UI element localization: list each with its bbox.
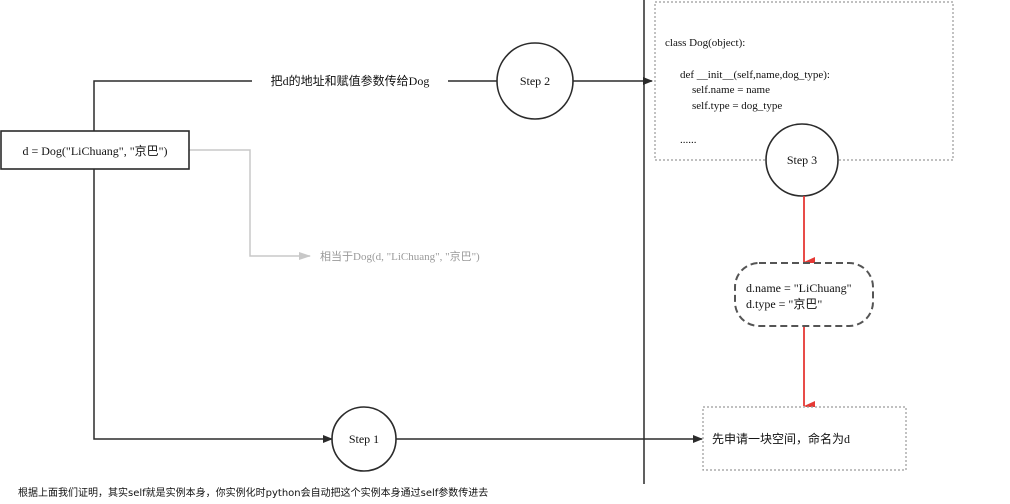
step2-label: Step 2 xyxy=(520,74,550,88)
class-line-1: class Dog(object): xyxy=(665,37,745,49)
assign-line-2: d.type = "京巴" xyxy=(746,297,822,311)
edge-equivalent xyxy=(189,149,311,260)
step2-node xyxy=(496,42,574,120)
edge-label-background xyxy=(252,72,448,90)
attribute-assignment-box xyxy=(734,262,874,327)
equivalent-call-label: 相当于Dog(d, "LiChuang", "京巴") xyxy=(320,249,480,263)
allocate-space-label: 先申请一块空间，命名为d xyxy=(712,431,850,446)
class-line-2: def __init__(self,name,dog_type): xyxy=(680,69,830,81)
step3-node xyxy=(765,123,839,197)
class-line-4: self.type = dog_type xyxy=(692,100,782,112)
edge-instance-to-step1 xyxy=(93,169,333,443)
class-line-5: ...... xyxy=(680,134,697,146)
class-line-3: self.name = name xyxy=(692,84,770,96)
assign-line-1: d.name = "LiChuang" xyxy=(746,281,852,295)
footer-note: 根据上面我们证明，其实self就是实例本身，你实例化时python会自动把这个实… xyxy=(18,488,489,499)
instance-box-label: d = Dog("LiChuang", "京巴") xyxy=(22,144,167,158)
allocate-space-box xyxy=(702,406,907,471)
edge-label-pass-args: 把d的地址和赋值参数传给Dog xyxy=(271,73,430,88)
step1-label: Step 1 xyxy=(349,432,379,446)
step3-label: Step 3 xyxy=(787,153,817,167)
step1-node xyxy=(331,406,397,472)
instance-box xyxy=(0,130,190,170)
